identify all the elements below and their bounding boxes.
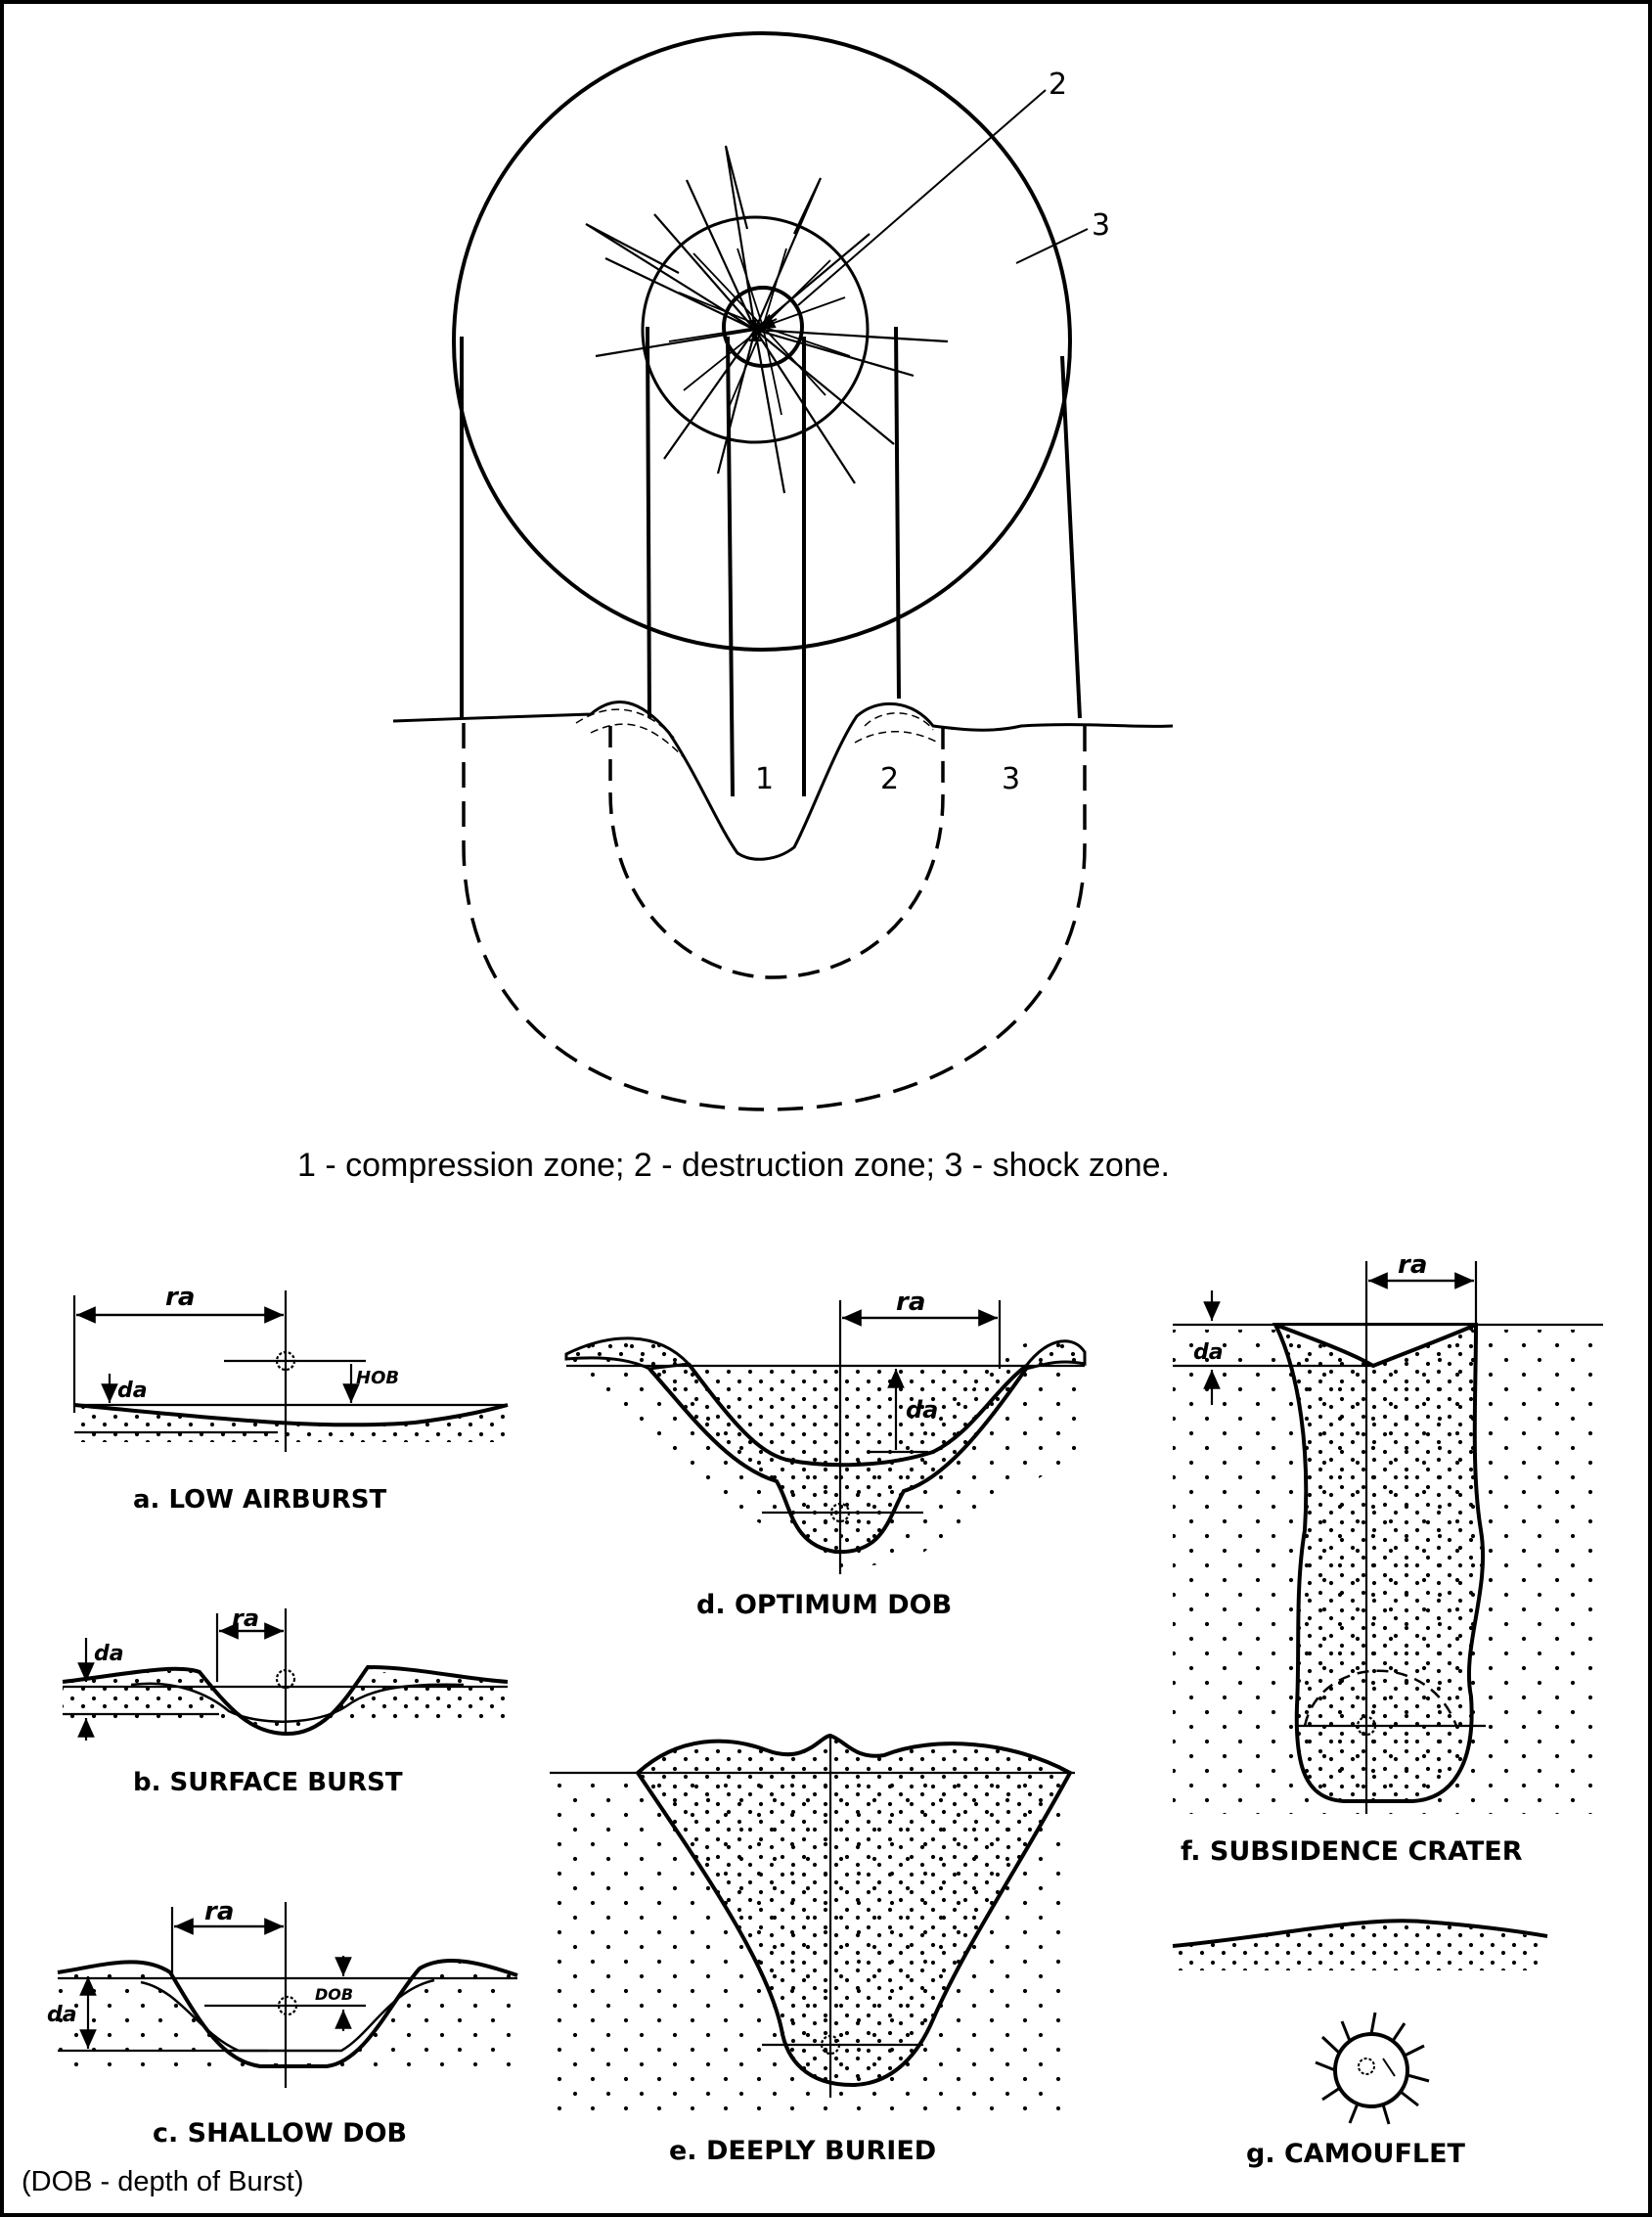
crater-lip-shading [575,708,939,758]
panel-d-optimum-dob: ra da d. OPTIMUM DOB [564,1288,1087,1620]
lower-label-3: 3 [1002,762,1020,796]
dob-footnote: (DOB - depth of Burst) [22,2166,304,2197]
panel-a-depth-label: da [117,1379,148,1403]
panel-a-radius-label: ra [165,1283,195,1312]
panel-c-radius-label: ra [204,1897,234,1926]
projection-line-mid-left [646,326,651,719]
panel-d-radius-label: ra [896,1288,925,1317]
leader-arrow-1 [756,313,778,330]
panel-d-title: d. OPTIMUM DOB [696,1590,952,1620]
panel-b-surface-burst: ra da b. SURFACE BURST [62,1605,509,1797]
destruction-zone-circle [641,215,870,444]
leader-line-3 [1015,228,1089,264]
panel-b-depth-label: da [94,1642,124,1666]
panel-d-depth-label: da [906,1396,938,1424]
panel-c-dob-label: DOB [315,1985,353,2004]
panel-c-depth-label: da [47,2003,77,2027]
zone-number-labels: 1 2 3 1 2 3 [745,68,1110,796]
upper-label-2: 2 [1049,68,1067,102]
panel-b-radius-label: ra [232,1605,259,1632]
panel-f-subsidence-crater: ra da f. SUBSIDENCE CRATER [1173,1250,1603,1867]
panel-e-title: e. DEEPLY BURIED [669,2136,936,2166]
panel-a-title: a. LOW AIRBURST [133,1485,386,1515]
projection-line-inner-left [726,336,735,797]
panel-f-radius-label: ra [1398,1250,1427,1280]
zone-legend-caption: 1 - compression zone; 2 - destruction zo… [297,1147,1171,1184]
projection-line-mid-right [894,326,901,700]
panel-f-title: f. SUBSIDENCE CRATER [1181,1836,1523,1867]
panel-e-deeply-buried: e. DEEPLY BURIED [550,1733,1075,2166]
lower-label-1: 1 [755,762,774,796]
upper-label-3: 3 [1092,208,1110,243]
explosion-zone-diagram [392,31,1174,1111]
panel-c-shallow-dob: ra da DOB c. SHALLOW DOB [47,1897,518,2149]
projection-line-outer-right [1060,355,1082,719]
panel-g-camouflet: g. CAMOUFLET [1172,1919,1548,2169]
ground-surface [392,701,1174,861]
leader-line-2 [797,89,1047,306]
panel-g-title: g. CAMOUFLET [1246,2139,1466,2169]
crater-diagram: 1 2 3 1 2 3 ra da HOB a. LOW AIRBURST [47,31,1603,2169]
upper-label-1: 1 [745,315,764,349]
shock-zone-boundary [462,723,1087,1111]
lower-label-2: 2 [880,762,899,796]
inner-rays [668,248,851,416]
panel-f-depth-label: da [1193,1340,1224,1365]
panel-a-hob-label: HOB [356,1368,399,1388]
shock-zone-circle [452,31,1072,652]
panel-c-title: c. SHALLOW DOB [153,2118,407,2149]
panel-a-low-airburst: ra da HOB a. LOW AIRBURST [72,1283,509,1515]
destruction-zone-boundary [608,723,945,979]
panel-b-title: b. SURFACE BURST [133,1768,403,1797]
compression-zone-circle [722,286,804,368]
